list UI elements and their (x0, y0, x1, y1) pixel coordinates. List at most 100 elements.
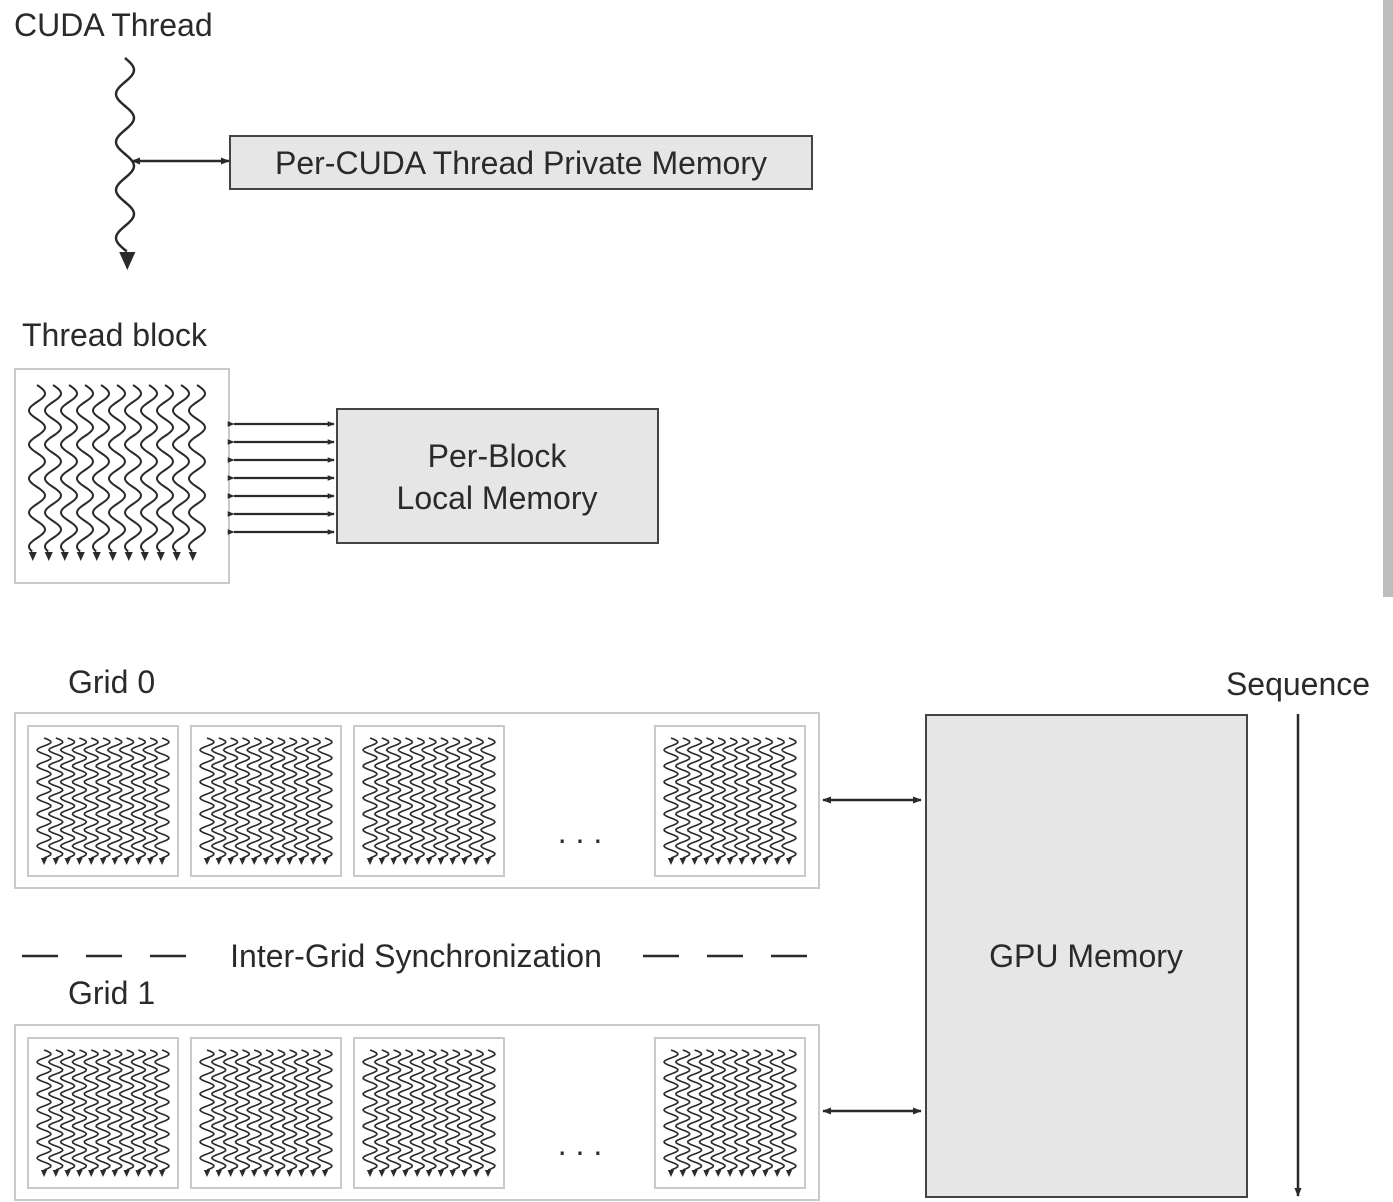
grid1-block-0-thread (35, 1049, 53, 1171)
grid0-label: Grid 0 (68, 664, 155, 700)
grid1-block-0-thread (106, 1049, 123, 1171)
block-thread-head (28, 552, 37, 561)
thread-block-threads (27, 384, 207, 561)
grid0-block-0-thread (153, 737, 171, 859)
grid1-block-0-thread-head (64, 1170, 71, 1177)
grid0-block-1-thread-head (274, 858, 281, 865)
grid1-block-2-thread-head (484, 1170, 492, 1177)
grid0-ellipsis: . . . (558, 814, 602, 850)
grid1-block-0-thread-head (52, 1170, 59, 1177)
grid1-block-0-thread (142, 1049, 159, 1171)
grid0-block-1-thread (198, 737, 216, 859)
grid0-block-0-thread-head (147, 858, 154, 865)
grid1-block-1-thread (246, 1049, 263, 1171)
block-thread (171, 384, 191, 553)
block-thread-head (92, 552, 101, 561)
grid1-label: Grid 1 (68, 975, 155, 1011)
grid0-block-2-thread-head (378, 858, 385, 865)
block-thread-head (108, 552, 117, 561)
grid1-block-2-thread (397, 1049, 414, 1171)
grid1-block-3-thread (698, 1049, 715, 1171)
grid1-block-0-thread (118, 1049, 135, 1171)
grid0-block-3-thread-head (738, 858, 745, 865)
grid0-block-1-thread (257, 737, 275, 859)
grid1-block-0-thread (59, 1049, 76, 1171)
grid1-block-1-thread (198, 1049, 216, 1171)
grid0-block-3-thread (698, 737, 715, 859)
grid1-block-2-thread-head (402, 1170, 409, 1177)
grid0-block-1-thread-head (310, 858, 317, 865)
grid1-block-3-thread-head (738, 1170, 745, 1177)
grid0-block-0-thread (142, 737, 159, 859)
thread-block-label: Thread block (22, 317, 208, 353)
block-thread-head (44, 552, 53, 561)
grid1-block-3-thread-head (762, 1170, 769, 1177)
grid1-block-3-thread (662, 1049, 680, 1171)
grid0-block-2-thread (409, 737, 426, 859)
grid1-block-1-thread-head (310, 1170, 317, 1177)
grid0-block-1-thread (222, 737, 239, 859)
grid1-block-1-thread (293, 1049, 310, 1171)
grid1-block-0-thread-head (76, 1170, 83, 1177)
grid0-block-2-thread-head (437, 858, 444, 865)
block-thread-head (60, 552, 69, 561)
grid1-block-0-thread-head (40, 1170, 48, 1177)
grid0-block-2-thread (385, 737, 402, 859)
grid0-block-3-thread (733, 737, 750, 859)
block-memory-label-line1: Per-Block (428, 438, 568, 474)
grid0-block-2-thread (361, 737, 379, 859)
grid0-block-0-thread-head (111, 858, 118, 865)
grid1-block-3-thread-head (691, 1170, 698, 1177)
grid0-block-2-thread-head (461, 858, 468, 865)
grid0-block-1-thread (281, 737, 298, 859)
grid0-block-3 (654, 725, 806, 877)
grid1-block-1-thread (316, 1049, 334, 1171)
grid0-block-3-thread-head (703, 858, 710, 865)
grid0-block-0-thread (71, 737, 88, 859)
block-thread (107, 384, 127, 553)
grid0-block-0-thread (59, 737, 76, 859)
grid1-block-1-thread (257, 1049, 275, 1171)
grid0-block-2-thread-head (473, 858, 480, 865)
grid1-block-1-thread (305, 1049, 322, 1171)
grid1-block-2-thread (468, 1049, 485, 1171)
gpu-memory-label: GPU Memory (989, 938, 1183, 974)
grid0-block-3-thread-head (774, 858, 781, 865)
grid0-block-1-thread-head (251, 858, 258, 865)
grid1-block-2-thread-head (473, 1170, 480, 1177)
grid0-block-0-thread (94, 737, 112, 859)
grid0-block-1-thread (210, 737, 227, 859)
block-thread (155, 384, 175, 553)
grid1-block-3-thread (710, 1049, 727, 1171)
grid1-block-3-thread (769, 1049, 786, 1171)
grid0-block-3-thread (674, 737, 691, 859)
grid0-block-1-thread-head (321, 858, 329, 865)
grid1-block-0-thread (83, 1049, 100, 1171)
grid1-block-2-thread-head (414, 1170, 421, 1177)
grid1-block-1-thread-head (203, 1170, 211, 1177)
grid0-block-2-thread (432, 737, 449, 859)
grid0-block-3-thread (710, 737, 727, 859)
grid0-block-0-thread-head (52, 858, 59, 865)
grid1-block-3-thread-head (726, 1170, 734, 1177)
grid0-block-1-thread (305, 737, 322, 859)
grid0-blocks (27, 725, 806, 877)
block-thread-head (140, 552, 149, 561)
grid0-block-0-thread-head (40, 858, 48, 865)
block-thread (91, 384, 111, 553)
grid1-block-2-thread-head (425, 1170, 433, 1177)
grid0-block-2-thread (468, 737, 485, 859)
gpu-memory-box (925, 714, 1248, 1198)
block-thread (139, 384, 159, 553)
grid1-block-2-thread (373, 1049, 390, 1171)
grid1-block-1-thread-head (298, 1170, 305, 1177)
grid0-block-3-thread (662, 737, 680, 859)
grid0-block-2-thread-head (414, 858, 421, 865)
private-memory-label: Per-CUDA Thread Private Memory (275, 145, 767, 181)
grid0-block-1-thread-head (239, 858, 246, 865)
grid1-block-1-thread-head (215, 1170, 222, 1177)
grid0-block-1-thread-head (286, 858, 293, 865)
block-thread (187, 384, 207, 553)
grid0-block-2-thread-head (449, 858, 456, 865)
grid1-block-3-thread-head (750, 1170, 757, 1177)
